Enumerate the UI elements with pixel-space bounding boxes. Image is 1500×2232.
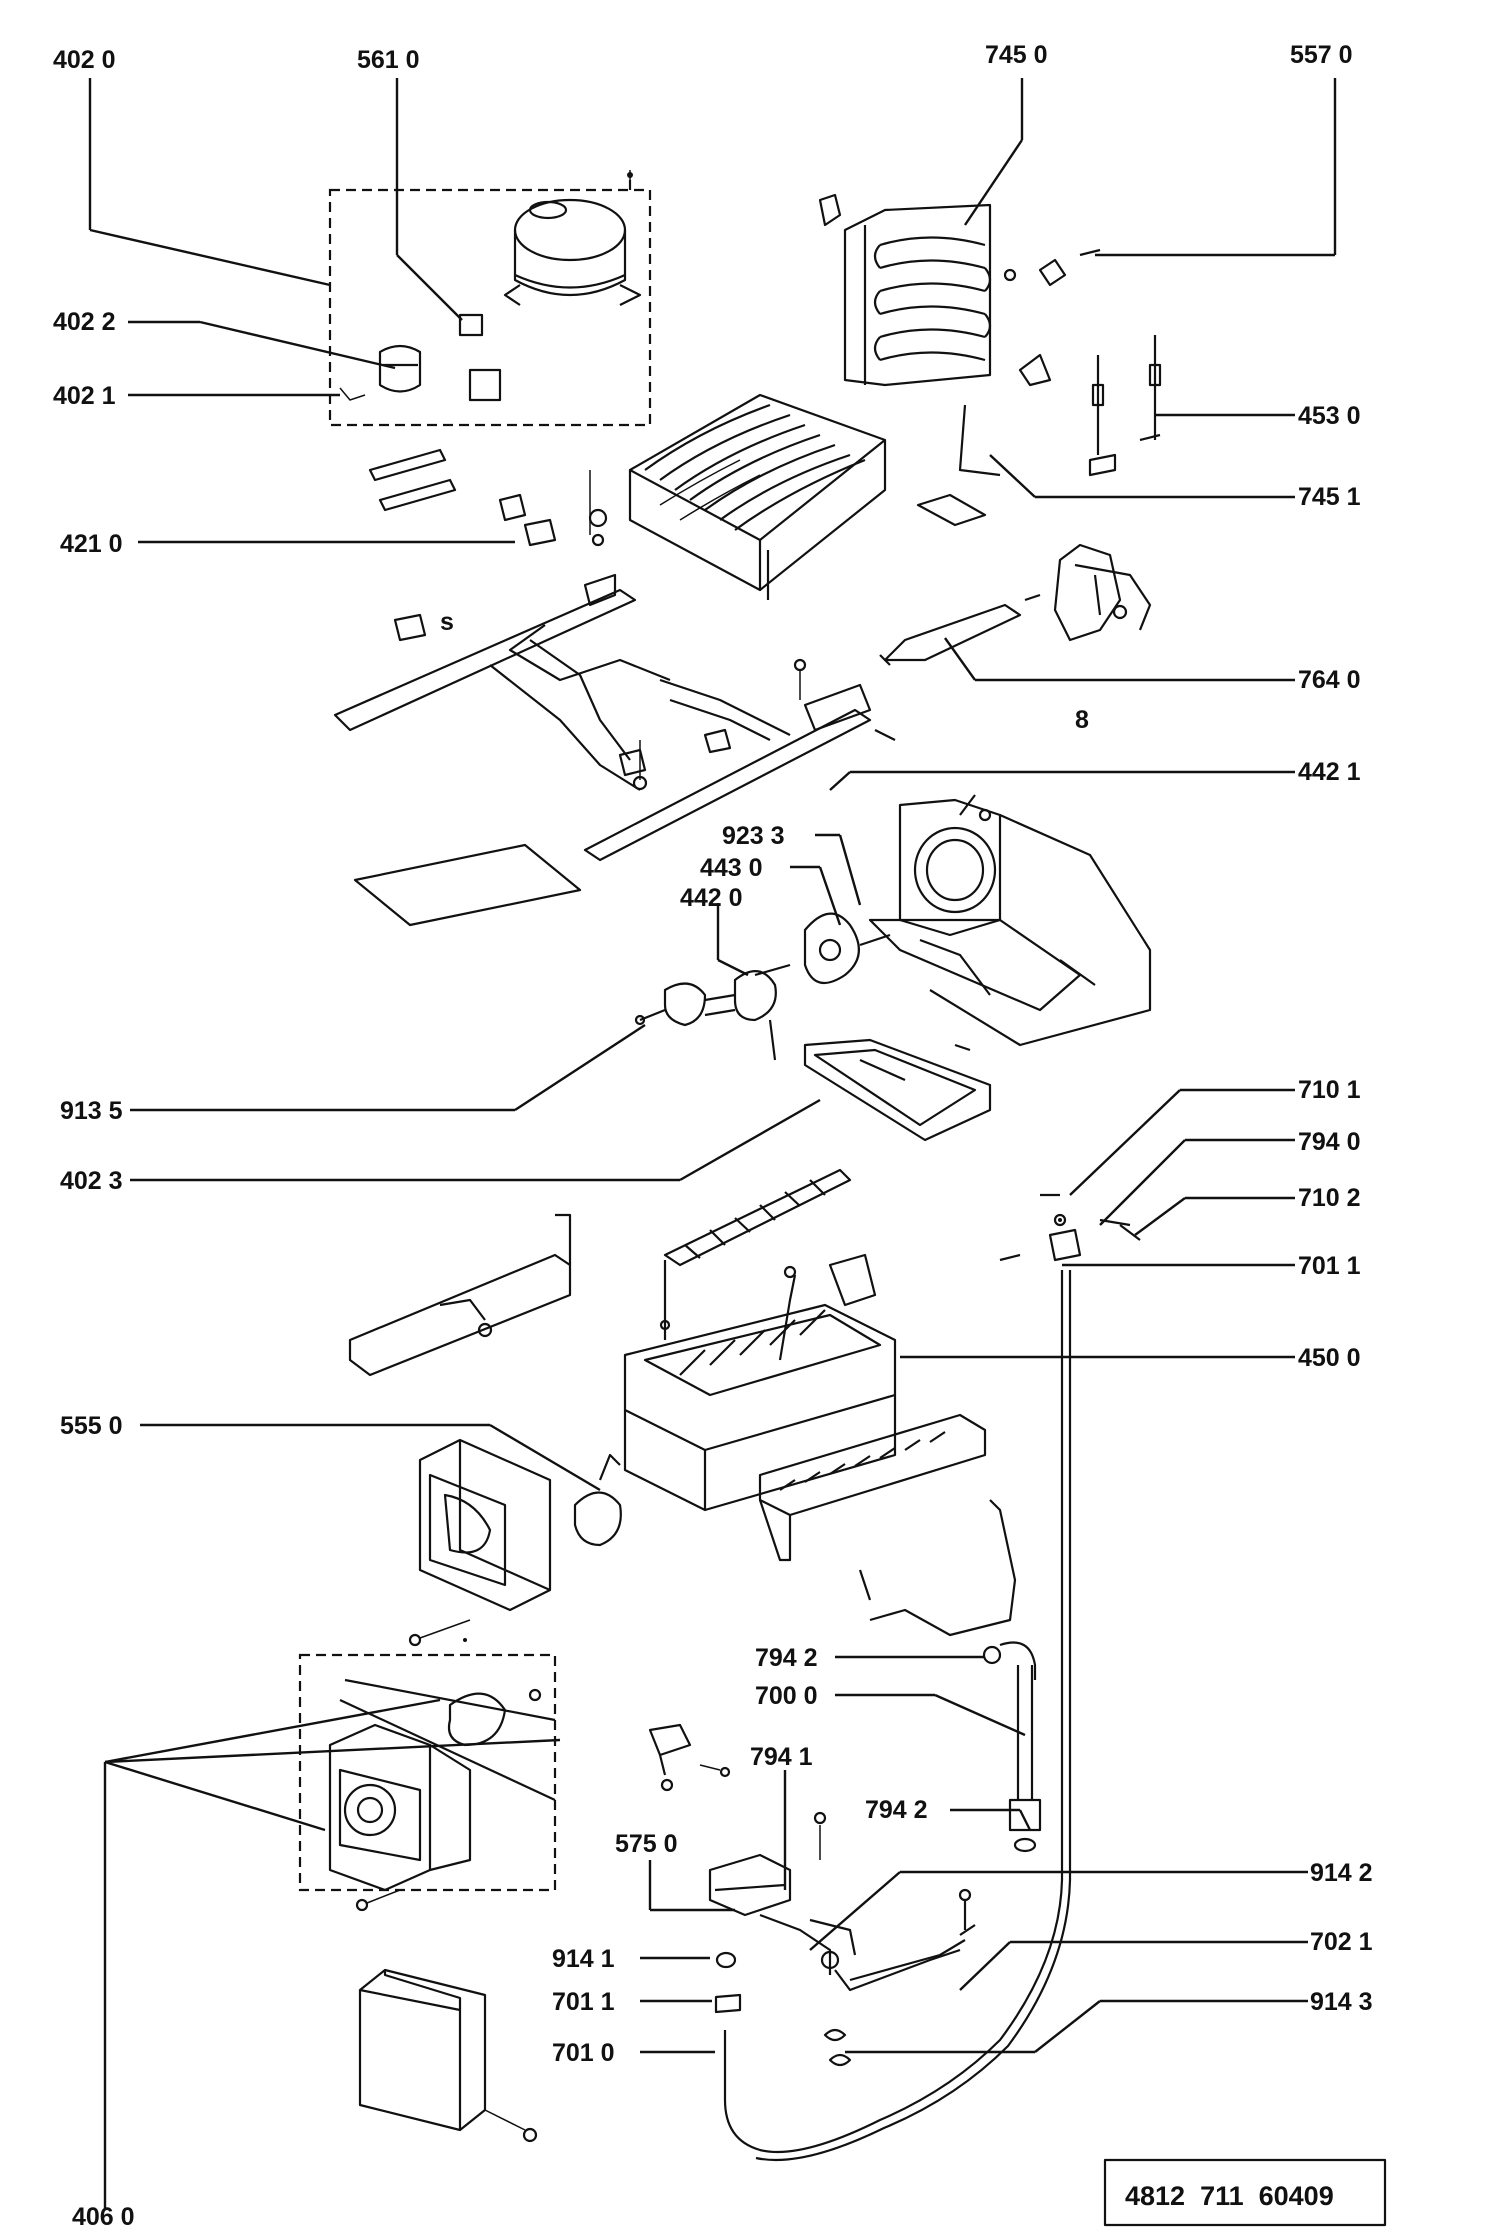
water-valve [648, 1723, 976, 2067]
drip-tray [803, 1038, 992, 1142]
label-5570: 557 0 [1290, 41, 1353, 69]
label-7450: 745 0 [985, 41, 1048, 69]
ice-shelf [758, 1413, 987, 1562]
label-4500: 450 0 [1298, 1344, 1361, 1372]
label-9142: 914 2 [1310, 1859, 1373, 1887]
label-4020: 402 0 [53, 46, 116, 74]
label-7940: 794 0 [1298, 1128, 1361, 1156]
label-7010: 701 0 [552, 2039, 615, 2067]
ice-maker-mold [623, 1168, 897, 1512]
compressor-group [328, 170, 652, 427]
leader-lines [88, 78, 1337, 2210]
label-7942-upper: 794 2 [755, 1644, 818, 1672]
stray-mark-s: s [440, 608, 454, 636]
label-4060: 406 0 [72, 2203, 135, 2231]
fastener-marks [463, 172, 1062, 1642]
wire-harness [858, 1499, 1017, 1637]
label-4023: 402 3 [60, 1167, 123, 1195]
label-4530: 453 0 [1298, 402, 1361, 430]
label-4210: 421 0 [60, 530, 123, 558]
fan-shroud [353, 794, 1152, 1052]
spring-clips [1088, 335, 1162, 477]
label-7942-lower: 794 2 [865, 1796, 928, 1824]
label-7011-upper: 701 1 [1298, 1252, 1361, 1280]
support-arm [348, 1213, 572, 1377]
label-4430: 443 0 [700, 854, 763, 882]
fan-motor [634, 912, 860, 1061]
mounting-bracket [916, 404, 1001, 527]
timer-motor-group [298, 1653, 557, 1912]
control-housing [408, 1438, 622, 1647]
label-9143: 914 3 [1310, 1988, 1373, 2016]
cover-box [358, 1968, 538, 2143]
small-strips [368, 448, 608, 547]
stray-mark-8: 8 [1075, 706, 1089, 734]
label-5550: 555 0 [60, 1412, 123, 1440]
label-7011-lower: 701 1 [552, 1988, 615, 2016]
document-number-box: 4812 711 60409 [1103, 2158, 1387, 2227]
label-7451: 745 1 [1298, 483, 1361, 511]
label-7102: 710 2 [1298, 1184, 1361, 1212]
fill-tube [723, 1193, 1141, 2162]
label-5610: 561 0 [357, 46, 420, 74]
label-4022: 402 2 [53, 308, 116, 336]
label-4421: 442 1 [1298, 758, 1361, 786]
base-frame [333, 573, 896, 862]
label-9233: 923 3 [722, 822, 785, 850]
label-5750: 575 0 [615, 1830, 678, 1858]
label-7640: 764 0 [1298, 666, 1361, 694]
water-tube [982, 1641, 1042, 1853]
document-number: 4812 711 60409 [1125, 2181, 1334, 2211]
label-9135: 913 5 [60, 1097, 123, 1125]
evaporator-coil [628, 393, 887, 600]
label-7941: 794 1 [750, 1743, 813, 1771]
label-4021: 402 1 [53, 382, 116, 410]
label-7101: 710 1 [1298, 1076, 1361, 1104]
part-labels: 402 0 561 0 745 0 557 0 402 2 402 1 453 … [53, 41, 1373, 2231]
filter-drier [879, 543, 1152, 666]
label-7000: 700 0 [755, 1682, 818, 1710]
label-7021: 702 1 [1310, 1928, 1373, 1956]
condenser-coil [818, 193, 1101, 387]
label-4420: 442 0 [680, 884, 743, 912]
label-9141: 914 1 [552, 1945, 615, 1973]
